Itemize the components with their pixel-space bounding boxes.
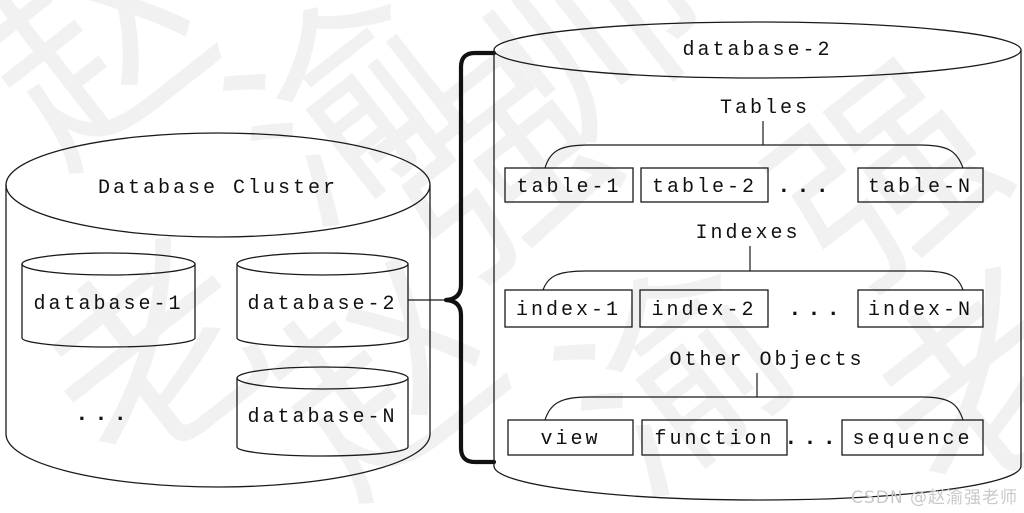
database-2-detail-body: [493, 50, 1022, 501]
table-2-label: table-2: [652, 176, 757, 199]
indexes-section: Indexes index-1 index-2 ... index-N: [504, 222, 984, 328]
index-2-box: [639, 289, 769, 328]
other-objects-heading: Other Objects: [669, 349, 864, 372]
database-n-body: [236, 378, 409, 457]
database-2-label: database-2: [247, 293, 397, 316]
other-objects-ellipsis: ...: [784, 426, 842, 451]
expand-brace: [443, 50, 497, 465]
database-1-top: [21, 252, 196, 276]
tables-section: Tables table-1 table-2 ... table-N: [504, 97, 984, 203]
database-2-body: [236, 264, 409, 348]
index-n-label: index-N: [868, 299, 973, 322]
database-2-top: [236, 252, 409, 276]
index-1-box: [504, 289, 633, 328]
tables-heading: Tables: [720, 97, 810, 120]
table-1-box: [504, 167, 634, 203]
database-cluster-cylinder: Database Cluster database-1 database-2 d…: [5, 132, 431, 488]
other-objects-bracket: [544, 396, 964, 421]
database-n-cylinder: database-N: [236, 366, 409, 457]
database-1-cylinder: database-1: [21, 252, 196, 348]
other-objects-section: Other Objects view function ... sequence: [507, 349, 984, 456]
indexes-bracket: [542, 270, 964, 291]
table-1-label: table-1: [516, 176, 621, 199]
sequence-label: sequence: [852, 428, 972, 451]
table-n-label: table-N: [868, 176, 973, 199]
indexes-heading: Indexes: [695, 222, 800, 245]
view-label: view: [540, 428, 600, 451]
left-ellipsis: ...: [75, 402, 133, 427]
database-2-detail-title: database-2: [682, 39, 832, 62]
function-label: function: [654, 428, 774, 451]
table-2-box: [640, 167, 769, 203]
index-n-box: [857, 289, 984, 328]
index-1-label: index-1: [516, 299, 621, 322]
table-n-box: [857, 167, 984, 203]
database-2-detail-top: [493, 21, 1022, 79]
database-cluster-title: Database Cluster: [98, 177, 338, 200]
database-1-label: database-1: [33, 293, 183, 316]
csdn-credit-watermark: CSDN @赵渝强老师: [851, 488, 1018, 508]
database-2-detail-cylinder: database-2 Tables table-1 table-2 ... ta…: [493, 21, 1022, 501]
tables-bracket: [544, 144, 964, 169]
function-box: [641, 419, 788, 456]
database-n-top: [236, 366, 409, 390]
database-cluster-top: [5, 132, 431, 238]
indexes-ellipsis: ...: [788, 297, 846, 322]
view-box: [507, 419, 634, 456]
database-1-body: [21, 264, 196, 348]
database-2-cylinder: database-2: [236, 252, 409, 348]
index-2-label: index-2: [651, 299, 756, 322]
database-n-label: database-N: [247, 406, 397, 429]
database-cluster-body: [5, 185, 431, 488]
sequence-box: [841, 419, 984, 456]
tables-ellipsis: ...: [777, 174, 835, 199]
